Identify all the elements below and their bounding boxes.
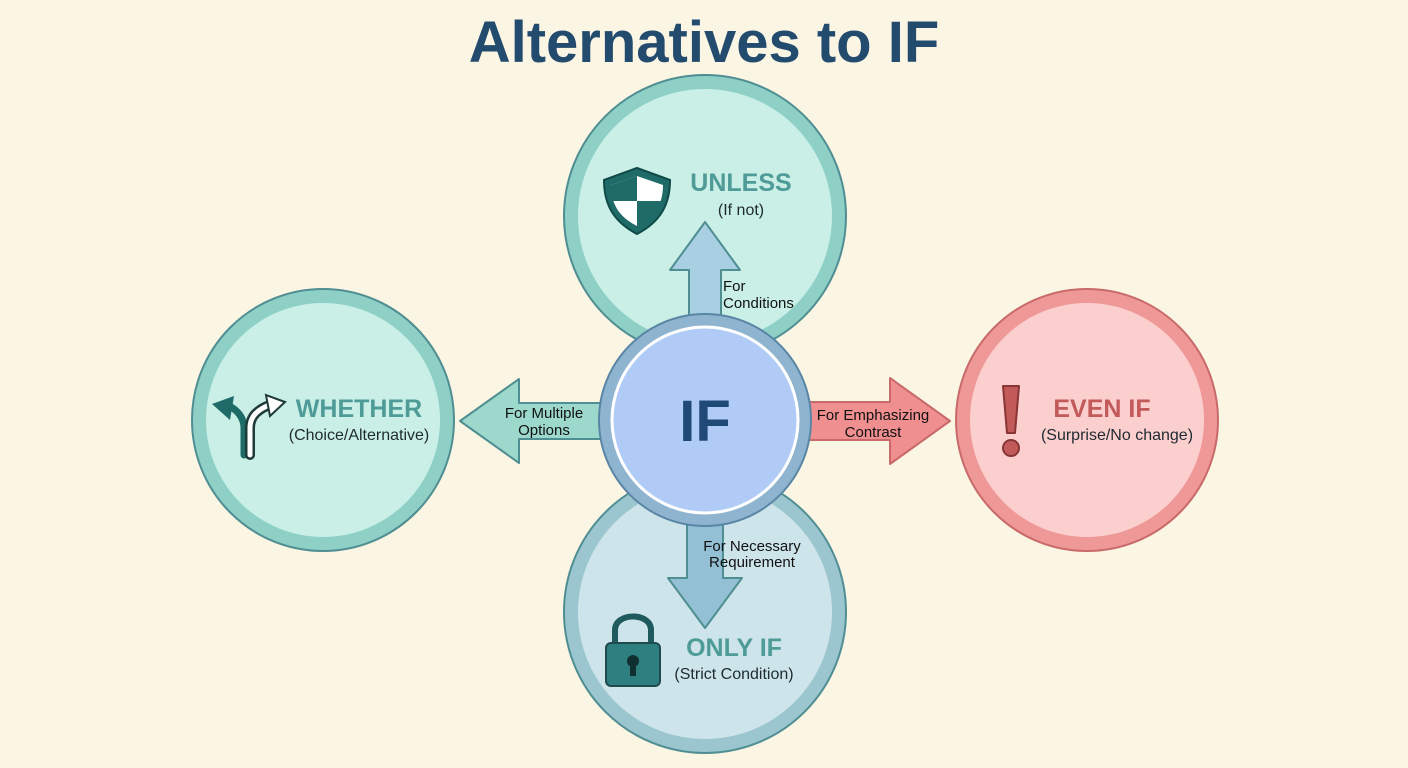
whether-node [191, 288, 455, 552]
arrow-right-label-line1: For Emphasizing [817, 407, 930, 424]
arrow-right [794, 377, 951, 465]
center-label: IF [679, 389, 731, 454]
center-if-node: IF [598, 313, 812, 527]
unless-title: UNLESS [690, 169, 791, 197]
unless-node [563, 74, 847, 358]
only-if-title: ONLY IF [686, 634, 782, 662]
even-if-node [955, 288, 1219, 552]
arrow-up-label-line1: For [723, 278, 746, 295]
whether-subtitle: (Choice/Alternative) [289, 427, 430, 444]
unless-subtitle: (If not) [718, 202, 764, 219]
shield-icon [602, 166, 672, 236]
fork-arrows-icon [212, 393, 287, 460]
arrow-right-label-line2: Contrast [845, 424, 903, 441]
whether-title: WHETHER [296, 395, 422, 423]
arrow-up-label-line2: Conditions [723, 295, 794, 312]
exclamation-icon [1002, 385, 1020, 457]
even-if-title: EVEN IF [1053, 395, 1150, 423]
arrow-down-label-line2: Requirement [709, 554, 796, 571]
only-if-subtitle: (Strict Condition) [674, 666, 793, 683]
even-if-subtitle: (Surprise/No change) [1041, 427, 1193, 444]
arrow-down-label-line1: For Necessary [703, 538, 801, 555]
arrow-left-label-line1: For Multiple [505, 405, 583, 422]
padlock-icon [605, 613, 661, 687]
arrow-left-label-line2: Options [518, 422, 570, 439]
arrow-left [459, 378, 616, 464]
page-title: Alternatives to IF [469, 10, 940, 75]
